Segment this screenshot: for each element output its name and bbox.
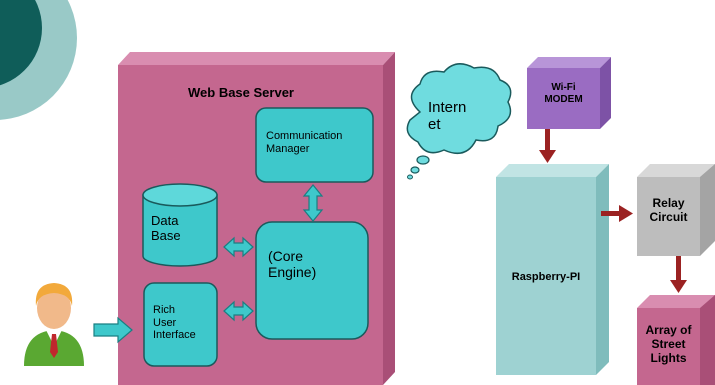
server-title: Web Base Server (188, 85, 294, 100)
communication-manager-box (255, 107, 374, 183)
street-lights-label: Array of Street Lights (645, 323, 692, 365)
user-to-ui-arrow (93, 316, 133, 344)
comm-core-arrow (302, 184, 324, 222)
db-core-arrow (223, 236, 254, 258)
database-cylinder (142, 183, 218, 267)
rich-ui-label: Rich User Interface (153, 304, 196, 342)
communication-manager-label: Communication Manager (266, 130, 343, 155)
wifi-modem-label: Wi-Fi MODEM (544, 82, 583, 105)
core-engine-box (255, 221, 369, 340)
relay-circuit-block (637, 164, 715, 256)
decorative-corner (0, 0, 77, 120)
relay-circuit-label: Relay Circuit (649, 196, 688, 224)
raspberry-pi-label: Raspberry-PI (511, 271, 581, 283)
ui-core-arrow (223, 300, 254, 322)
street-lights-block (637, 295, 715, 385)
cloud-icon (406, 63, 512, 180)
wifi-modem-block (527, 57, 611, 129)
internet-label: Intern et (428, 99, 467, 134)
database-label: Data Base (151, 213, 181, 243)
relay-to-lights-arrow (670, 256, 687, 293)
rich-ui-box (143, 282, 218, 367)
pi-to-relay-arrow (601, 205, 633, 222)
core-engine-label: (Core Engine) (268, 248, 317, 281)
modem-to-pi-arrow (539, 129, 556, 163)
raspberry-pi-block (496, 164, 609, 375)
user-icon (24, 283, 84, 366)
